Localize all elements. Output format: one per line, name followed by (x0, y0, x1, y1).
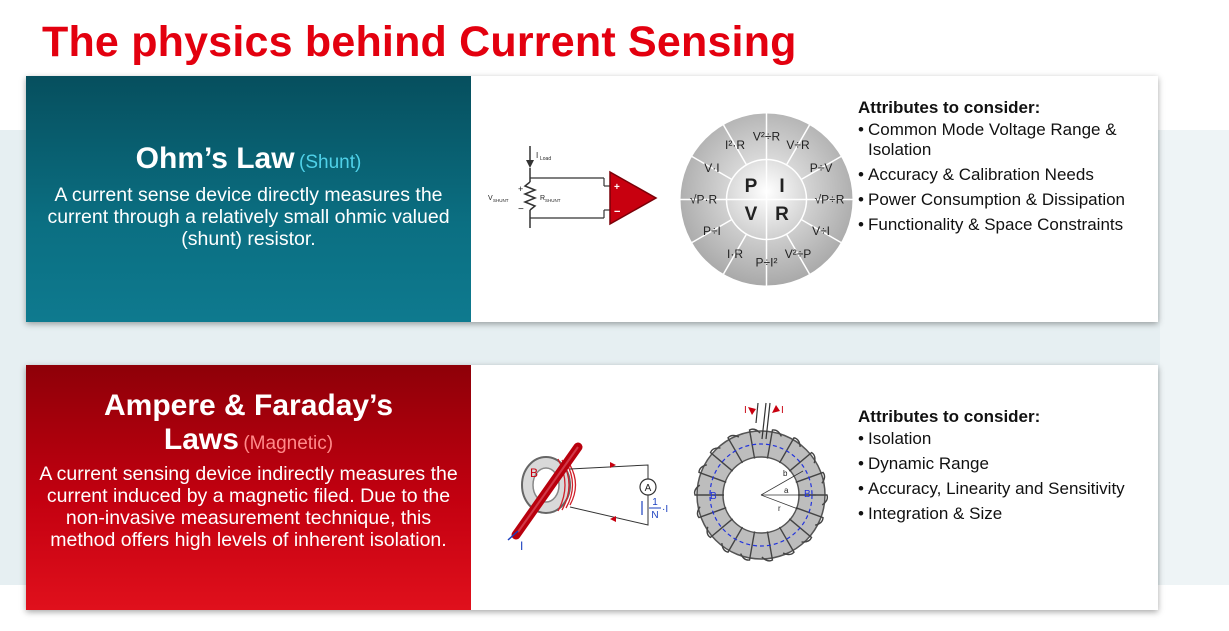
toroid-winding (798, 494, 829, 506)
formula-tail: ·I (662, 504, 668, 515)
iload-subscript: Load (540, 156, 551, 162)
wheel-formula: √P÷R (815, 193, 845, 207)
toroid-winding (693, 484, 724, 496)
wheel-formula: V²÷R (753, 130, 781, 144)
ampere-attribute-item: Dynamic Range (858, 454, 1158, 474)
toroid-r-radius: r (778, 504, 781, 513)
wheel-center-r: R (775, 204, 789, 225)
formula-denominator: N (651, 510, 658, 521)
wheel-divider (691, 218, 733, 244)
ampere-attributes-header: Attributes to consider: (858, 407, 1041, 426)
toroid-diagram: I I b a r B B (693, 402, 829, 562)
toroid-winding (721, 526, 744, 553)
ampere-faraday-card: Ampere & Faraday’s Laws (Magnetic) A cur… (26, 365, 1158, 610)
background-band-right (1160, 130, 1229, 585)
current-transformer-diagram: A B I 1 N ·I (507, 442, 668, 553)
vshunt-minus: − (518, 204, 524, 215)
shunt-circuit-diagram: I Load V SHUNT + − R SHUNT + − (488, 146, 658, 228)
toroid-winding (748, 428, 761, 459)
wheel-formula: √P·R (690, 193, 718, 207)
wheel-formula: I²·R (725, 138, 745, 152)
vshunt-label: V (488, 195, 493, 202)
iload-label: I (536, 151, 538, 160)
ohms-law-panel: Ohm’s Law (Shunt) A current sense device… (26, 76, 471, 322)
ohms-law-subtitle: (Shunt) (299, 152, 362, 173)
wheel-formula: V÷R (786, 138, 810, 152)
toroid-b-right: B (804, 489, 811, 500)
toroid-a-radius: a (784, 486, 789, 495)
ammeter-label: A (645, 483, 652, 494)
toroid-winding (740, 531, 756, 561)
wheel-divider (722, 124, 748, 166)
rshunt-label: R (540, 195, 545, 202)
toroid-winding (778, 526, 795, 556)
op-amp-shape (609, 170, 658, 226)
wheel-formula: V÷I (812, 224, 830, 238)
ampere-attribute-item: Accuracy, Linearity and Sensitivity (858, 479, 1158, 499)
toroid-winding (788, 451, 816, 472)
vshunt-plus: + (518, 184, 523, 194)
ampere-title-line2: Laws (163, 423, 239, 456)
wheel-formula: I·R (727, 247, 743, 261)
toroid-i-right: I (781, 405, 784, 416)
ohms-attribute-item: Common Mode Voltage Range & Isolation (858, 120, 1158, 160)
op-amp-minus: − (614, 206, 620, 218)
wheel-center-p: P (745, 176, 758, 197)
wheel-divider (800, 218, 842, 244)
ampere-subtitle: (Magnetic) (243, 433, 334, 454)
wheel-formula: V·I (704, 161, 719, 175)
toroid-winding (795, 471, 826, 484)
wheel-formula: P÷V (810, 161, 833, 175)
ampere-attribute-item: Integration & Size (858, 504, 1158, 524)
wheel-center-i: I (779, 176, 784, 197)
toroid-b-left: B (710, 491, 717, 502)
toroid-winding (795, 506, 824, 526)
toroid-winding (706, 518, 734, 539)
formula-numerator: 1 (652, 497, 658, 508)
coil-b-label: B (530, 466, 538, 480)
ohms-law-heading: Ohm’s Law (Shunt) (26, 142, 471, 176)
ohms-attribute-item: Accuracy & Calibration Needs (858, 165, 1158, 185)
ohms-law-card: Ohm’s Law (Shunt) A current sense device… (26, 76, 1158, 322)
toroid-winding (766, 429, 782, 459)
wheel-formula: P÷I² (756, 256, 778, 270)
op-amp-plus: + (614, 182, 620, 193)
ampere-attributes: Attributes to consider: Isolation Dynami… (858, 407, 1158, 529)
wheel-formula: V²÷P (785, 247, 812, 261)
ampere-faraday-panel: Ampere & Faraday’s Laws (Magnetic) A cur… (26, 365, 471, 610)
toroid-winding (788, 518, 813, 543)
wheel-divider (785, 124, 811, 166)
rshunt-subscript: SHUNT (545, 198, 561, 203)
coil-i-label: I (520, 539, 523, 553)
wheel-divider (800, 155, 842, 181)
wheel-formula: P÷I (703, 224, 721, 238)
toroid-winding (727, 434, 744, 464)
ohms-law-attributes-list: Common Mode Voltage Range & Isolation Ac… (858, 120, 1158, 235)
ohms-law-attributes-header: Attributes to consider: (858, 98, 1041, 117)
wheel-divider (722, 233, 748, 275)
ohms-law-attributes: Attributes to consider: Common Mode Volt… (858, 98, 1158, 240)
toroid-winding (698, 464, 727, 484)
ohms-law-title: Ohm’s Law (135, 142, 295, 175)
vshunt-subscript: SHUNT (493, 198, 509, 203)
toroid-winding (761, 531, 774, 562)
ampere-title-line1: Ampere & Faraday’s (103, 389, 393, 422)
ampere-attributes-list: Isolation Dynamic Range Accuracy, Linear… (858, 429, 1158, 524)
ampere-attribute-item: Isolation (858, 429, 1158, 449)
toroid-winding (709, 447, 734, 472)
wheel-divider (785, 233, 811, 275)
toroid-b-radius: b (783, 469, 788, 478)
page-title: The physics behind Current Sensing (42, 18, 797, 66)
toroid-i-left: I (744, 405, 747, 416)
ampere-description: A current sensing device indirectly meas… (39, 463, 458, 551)
wheel-divider (691, 155, 733, 181)
ohms-law-description: A current sense device directly measures… (47, 184, 450, 250)
toroid-winding (696, 506, 727, 519)
ampere-heading: Ampere & Faraday’s Laws (Magnetic) (26, 389, 471, 457)
wheel-center-v: V (745, 204, 758, 225)
toroid-winding (778, 437, 801, 464)
ohms-law-wheel: P I V R V²÷R V÷RP÷V √P÷R V÷IV²÷P P÷I² I·R P÷I √… (680, 113, 853, 286)
ohms-attribute-item: Functionality & Space Constraints (858, 215, 1158, 235)
ohms-attribute-item: Power Consumption & Dissipation (858, 190, 1158, 210)
